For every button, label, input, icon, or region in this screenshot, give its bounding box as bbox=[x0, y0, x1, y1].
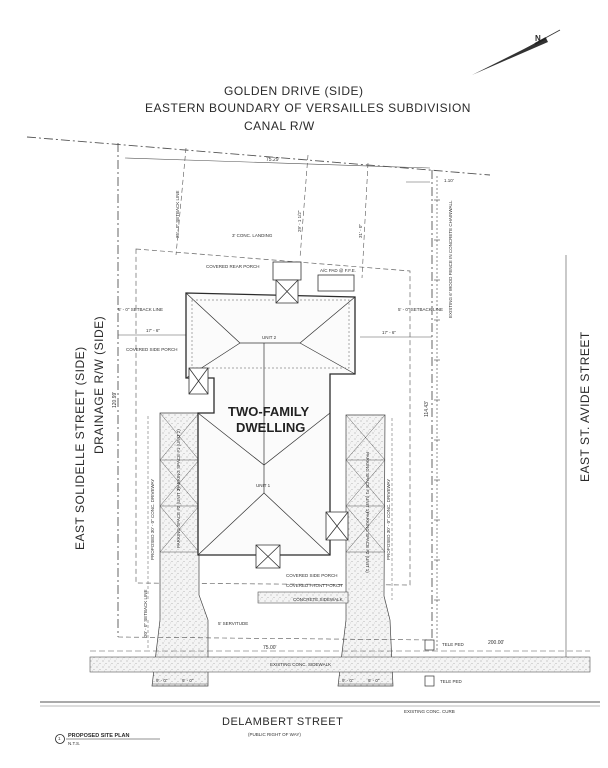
street-top-line3: CANAL R/W bbox=[244, 119, 315, 133]
driveways bbox=[151, 412, 394, 687]
note-parking-2a: PARKING SPACE #2 (UNIT 2) bbox=[176, 487, 181, 548]
note-existing-curb: EXISTING CONC. CURB bbox=[404, 709, 455, 714]
note-servitude: 5' SERVITUDE bbox=[218, 621, 249, 626]
note-covered-side-porch-2: COVERED SIDE PORCH bbox=[286, 573, 338, 578]
north-arrow bbox=[472, 29, 561, 75]
unit-2-label: UNIT 2 bbox=[262, 335, 277, 340]
title-block-name: PROPOSED SITE PLAN bbox=[68, 733, 130, 739]
fence-line bbox=[434, 176, 440, 650]
note-tele-ped-2: TELE PED bbox=[440, 679, 462, 684]
note-covered-front-porch: COVERED FRONT PORCH bbox=[286, 583, 343, 588]
note-driveway-left: PROPOSED 30' - 0" CONC. DRIVEWAY bbox=[150, 478, 155, 560]
property-boundary bbox=[26, 136, 491, 640]
note-conc-landing: 3' CONC. LANDING bbox=[232, 233, 273, 238]
dim-drive-3: 9' - 0" bbox=[342, 678, 354, 683]
roof-lines bbox=[185, 292, 356, 556]
dim-front-setback: 20' - 0" SETBACK LINE bbox=[143, 589, 148, 637]
street-left-line1: EAST SOLIDELLE STREET (SIDE) bbox=[73, 346, 87, 550]
dim-offset-right: 1.10' bbox=[444, 178, 454, 183]
note-fence: EXISTING 6' WOOD FENCE IN CONCRETE CHAIN… bbox=[448, 200, 453, 318]
title-block-number: 1 bbox=[58, 736, 61, 741]
dim-side-right: 17' - 6" bbox=[382, 330, 396, 335]
dim-right-depth: 114.43' bbox=[424, 401, 430, 417]
dim-side-setback-left: 5' - 0" SETBACK LINE bbox=[118, 307, 163, 312]
note-ac-pad: A/C PAD @ F.F.E. bbox=[320, 268, 356, 273]
dim-top-width: 75.29' bbox=[266, 157, 280, 163]
note-driveway-right: PROPOSED 30' - 0" CONC. DRIVEWAY bbox=[386, 478, 391, 560]
sidewalks bbox=[40, 591, 600, 707]
setback-envelope bbox=[135, 248, 411, 586]
dim-rear-a: 29' - 1 1/2" bbox=[297, 210, 302, 232]
dim-rear-setback: 25' - 0" SETBACK LINE bbox=[175, 190, 180, 238]
title-block-scale: N.T.S. bbox=[68, 741, 81, 746]
note-tele-ped-1: TELE PED bbox=[442, 642, 464, 647]
street-bottom-sub: (PUBLIC RIGHT OF WAY) bbox=[248, 732, 301, 737]
note-parking-1b: PARKING SPACE #1 (UNIT 1) bbox=[365, 452, 370, 513]
note-covered-side-porch-1: COVERED SIDE PORCH bbox=[126, 347, 178, 352]
note-existing-sidewalk: EXISTING CONC. SIDEWALK bbox=[270, 662, 332, 667]
dim-side-setback-right: 5' - 0" SETBACK LINE bbox=[398, 307, 443, 312]
dim-side-left: 17' - 6" bbox=[146, 328, 160, 333]
dim-drive-2: 9' - 0" bbox=[182, 678, 194, 683]
dim-rear-b: 31' - 0" bbox=[358, 224, 363, 238]
tele-ped-marks bbox=[424, 639, 435, 687]
porches bbox=[188, 261, 355, 569]
street-bottom: DELAMBERT STREET bbox=[222, 716, 344, 728]
street-top-line2: EASTERN BOUNDARY OF VERSAILLES SUBDIVISI… bbox=[145, 101, 471, 115]
dim-left-depth: 120.99' bbox=[112, 391, 118, 408]
street-left-line2: DRAINAGE R/W (SIDE) bbox=[92, 315, 106, 454]
note-covered-rear-porch: COVERED REAR PORCH bbox=[206, 264, 260, 269]
street-top-line1: GOLDEN DRIVE (SIDE) bbox=[224, 84, 364, 98]
north-letter: N bbox=[535, 34, 541, 43]
building-title-line1: TWO-FAMILY bbox=[228, 404, 310, 419]
unit-1-label: UNIT 1 bbox=[256, 483, 271, 488]
dim-drive-4: 9' - 0" bbox=[368, 678, 380, 683]
title-block-circle bbox=[55, 734, 65, 744]
building-title-line2: DWELLING bbox=[236, 420, 306, 435]
note-concrete-sidewalk: CONCRETE SIDEWALK bbox=[293, 597, 343, 602]
street-right: EAST ST. AVIDE STREET bbox=[578, 331, 592, 482]
dim-drive-1: 9' - 0" bbox=[156, 678, 168, 683]
note-parking-2b: PARKING SPACE #2 (UNIT 1) bbox=[365, 512, 370, 573]
dim-street: 200.00' bbox=[488, 640, 505, 646]
note-parking-1a: PARKING SPACE #1 (UNIT 2) bbox=[176, 429, 181, 490]
dim-bottom-width: 75.00' bbox=[263, 645, 277, 651]
